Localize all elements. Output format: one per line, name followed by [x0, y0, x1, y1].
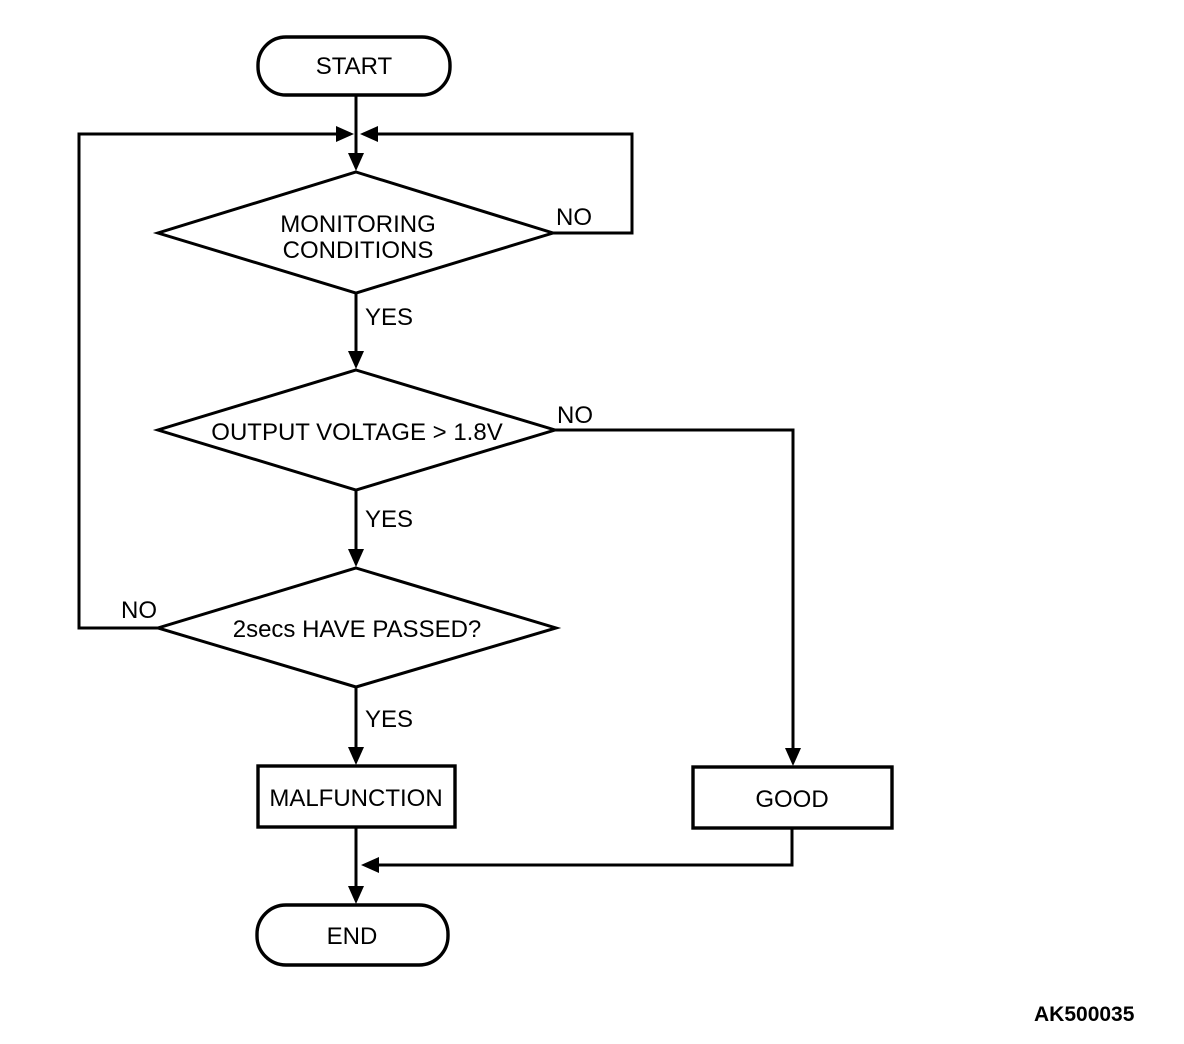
- voltage-no-label: NO: [557, 402, 593, 429]
- passed-no-label: NO: [121, 597, 157, 624]
- arrowhead-into-malfunction: [348, 747, 364, 765]
- node-output-voltage: OUTPUT VOLTAGE > 1.8V: [152, 368, 561, 492]
- node-end: END: [255, 903, 450, 967]
- good-process-shape: [691, 765, 894, 830]
- malfunction-label: MALFUNCTION: [269, 785, 442, 812]
- output-voltage-decision-shape: [152, 368, 561, 492]
- monitoring-yes-label: YES: [365, 304, 413, 331]
- arrowhead-junction-from-right: [360, 126, 378, 142]
- arrowhead-into-good: [785, 748, 801, 766]
- arrowhead-into-merge: [361, 857, 379, 873]
- arrowhead-junction-from-left: [336, 126, 354, 142]
- edge-good-to-merge: [365, 828, 794, 867]
- edge-monitoring-no-loop: [363, 132, 634, 235]
- malfunction-process-shape: [256, 764, 457, 829]
- end-label: END: [327, 923, 378, 950]
- two-secs-passed-decision-shape: [152, 566, 562, 689]
- monitoring-conditions-decision-shape: [152, 170, 559, 295]
- end-terminator-shape: [255, 903, 450, 967]
- monitoring-conditions-label-line2: CONDITIONS: [283, 237, 434, 264]
- good-label: GOOD: [755, 786, 828, 813]
- voltage-yes-label: YES: [365, 506, 413, 533]
- node-monitoring-conditions: MONITORING CONDITIONS: [152, 170, 559, 295]
- two-secs-passed-label: 2secs HAVE PASSED?: [233, 616, 482, 643]
- arrowhead-into-end: [348, 886, 364, 904]
- arrowhead-into-voltage: [348, 351, 364, 369]
- node-good: GOOD: [691, 765, 894, 830]
- edge-voltage-no-to-good: [555, 428, 795, 762]
- arrowhead-into-passed: [348, 549, 364, 567]
- start-terminator-shape: [256, 35, 452, 97]
- monitoring-conditions-label-line1: MONITORING: [280, 211, 436, 238]
- figure-code: AK500035: [1034, 1003, 1135, 1026]
- node-two-secs-passed: 2secs HAVE PASSED?: [152, 566, 562, 689]
- monitoring-no-label: NO: [556, 204, 592, 231]
- edge-passed-no-loop: [77, 132, 351, 630]
- passed-yes-label: YES: [365, 706, 413, 733]
- node-start: START: [256, 35, 452, 97]
- output-voltage-label: OUTPUT VOLTAGE > 1.8V: [211, 419, 502, 446]
- node-malfunction: MALFUNCTION: [256, 764, 457, 829]
- start-label: START: [316, 53, 393, 80]
- arrowhead-into-monitoring: [348, 153, 364, 171]
